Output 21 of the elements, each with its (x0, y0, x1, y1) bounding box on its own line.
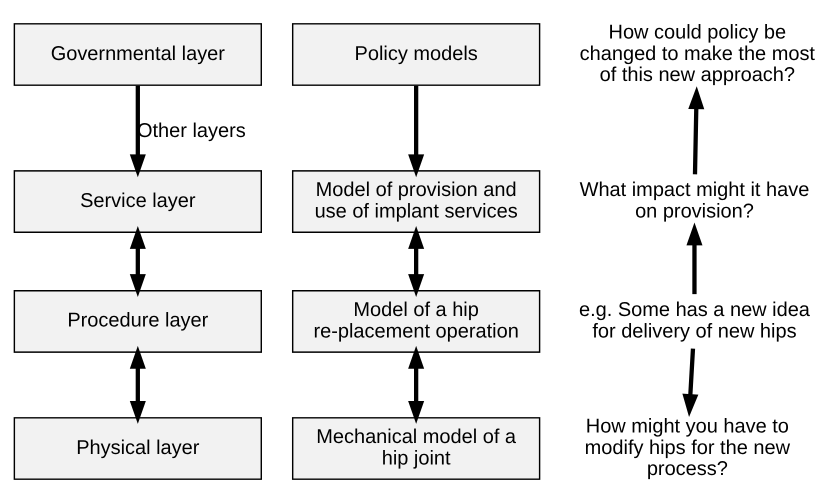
node-box: Governmental layer (14, 22, 262, 86)
node-box: Physical layer (14, 416, 262, 480)
arrow (688, 86, 704, 174)
node-box: Policy models (292, 22, 540, 86)
node-text: What impact might it have on provision? (580, 178, 810, 222)
node-box: Model of a hip re-placement operation (292, 290, 540, 352)
arrow (408, 345, 424, 424)
arrow (408, 85, 424, 177)
arrow (130, 85, 146, 177)
arrow (686, 222, 702, 294)
arrow (130, 345, 146, 424)
arrow (130, 226, 146, 296)
arrow (682, 348, 698, 416)
node-text: e.g. Some has a new idea for delivery of new hips (579, 298, 810, 342)
node-box: Model of provision and use of implant services (292, 170, 540, 232)
node-text: How could policy be changed to make the most of this new approach? (580, 20, 815, 86)
node-text: How might you have to modify hips for the new process? (584, 414, 790, 480)
node-box: Mechanical model of a hip joint (292, 416, 540, 480)
node-box: Procedure layer (14, 290, 262, 352)
node-box: Service layer (14, 170, 262, 232)
arrow (408, 226, 424, 296)
